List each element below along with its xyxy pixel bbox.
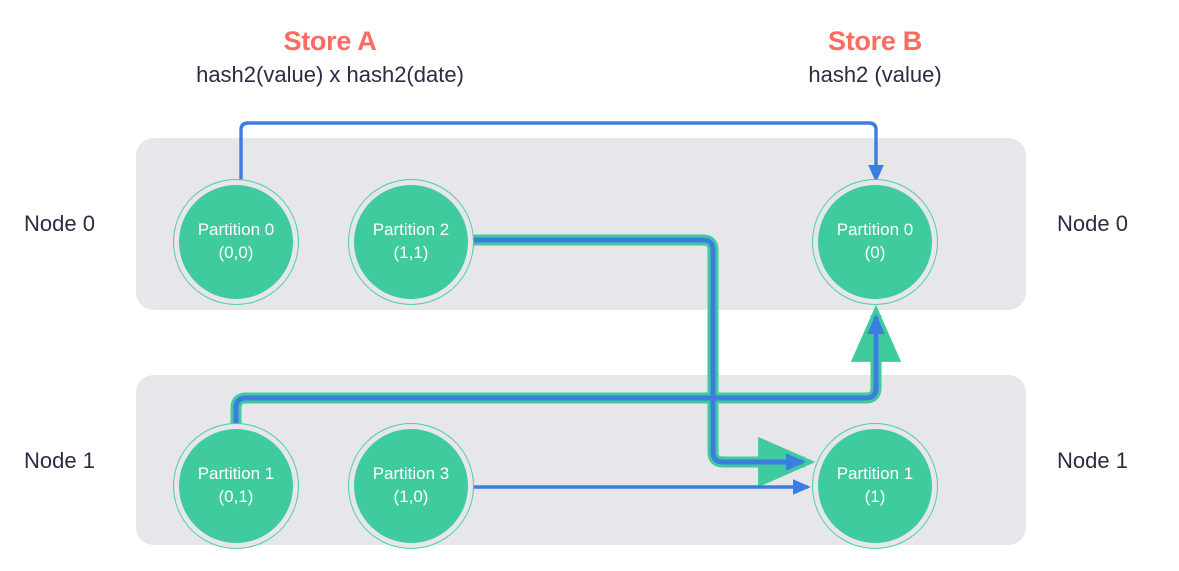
partition-a1-name: Partition 1 xyxy=(197,464,275,484)
partition-b0[interactable]: Partition 0 (0) xyxy=(818,185,932,299)
node-label-left-1: Node 1 xyxy=(24,448,95,473)
node-label-right-0: Node 0 xyxy=(1057,211,1128,236)
partition-a0[interactable]: Partition 0 (0,0) xyxy=(179,185,293,299)
partition-a2[interactable]: Partition 2 (1,1) xyxy=(354,185,468,299)
partition-b1-name: Partition 1 xyxy=(836,464,914,484)
node-label-left-0: Node 0 xyxy=(24,211,95,236)
partition-a1-key: (0,1) xyxy=(218,487,254,506)
partition-a1[interactable]: Partition 1 (0,1) xyxy=(179,429,293,543)
partition-a2-key: (1,1) xyxy=(393,243,429,262)
node-label-right-1: Node 1 xyxy=(1057,448,1128,473)
partition-b1-key: (1) xyxy=(864,487,886,506)
partition-a3-key: (1,0) xyxy=(393,487,429,506)
store-a-header: Store A hash2(value) x hash2(date) xyxy=(125,28,535,86)
partition-a2-name: Partition 2 xyxy=(372,220,450,240)
store-a-title: Store A xyxy=(283,26,377,56)
partition-a0-key: (0,0) xyxy=(218,243,254,262)
partition-b0-name: Partition 0 xyxy=(836,220,914,240)
store-b-title: Store B xyxy=(828,26,922,56)
partition-a3-name: Partition 3 xyxy=(372,464,450,484)
store-b-header: Store B hash2 (value) xyxy=(735,28,1015,86)
partition-a3[interactable]: Partition 3 (1,0) xyxy=(354,429,468,543)
store-a-subtitle: hash2(value) x hash2(date) xyxy=(196,62,464,87)
store-b-subtitle: hash2 (value) xyxy=(808,62,942,87)
partition-b1[interactable]: Partition 1 (1) xyxy=(818,429,932,543)
partition-a0-name: Partition 0 xyxy=(197,220,275,240)
partition-b0-key: (0) xyxy=(864,243,886,262)
